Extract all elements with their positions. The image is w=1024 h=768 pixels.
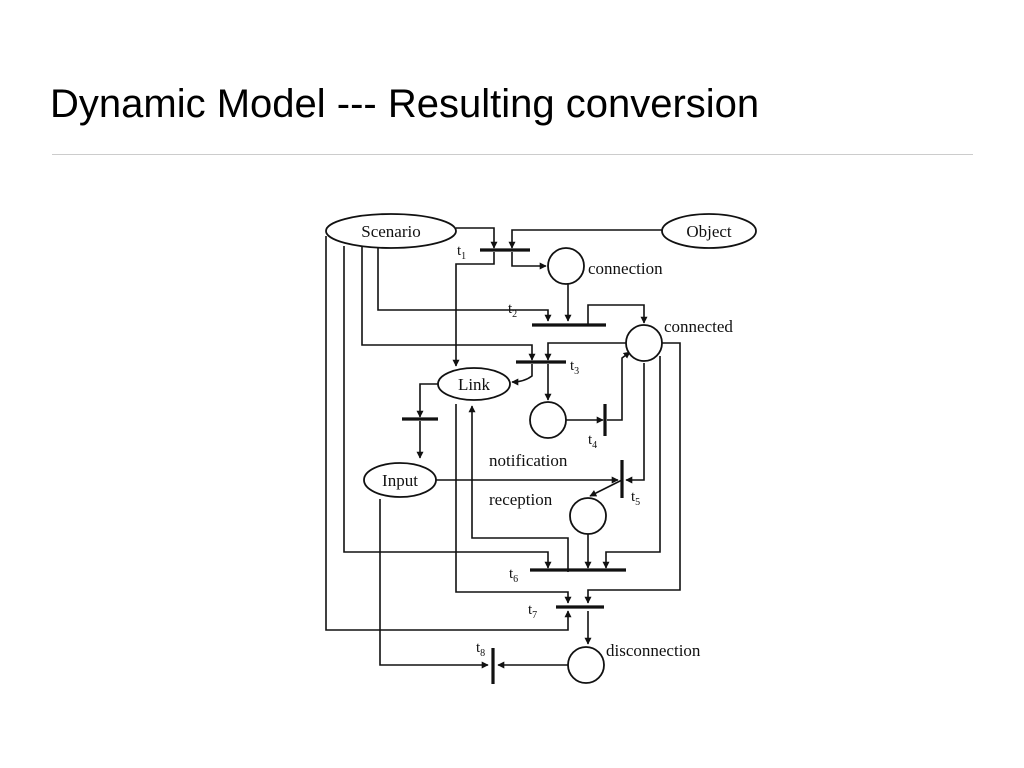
label-reception: reception — [489, 490, 553, 509]
arc-scenario-t7 — [325, 236, 572, 631]
label-input: Input — [382, 471, 418, 490]
entity-link — [437, 367, 511, 401]
arc-object-t1 — [508, 229, 664, 249]
arc-scenario-t2 — [377, 246, 552, 322]
arc-t5-reception — [589, 479, 623, 497]
entity-object — [661, 213, 757, 249]
places — [529, 247, 663, 684]
arc-connected-t3 — [544, 342, 628, 361]
slide-title: Dynamic Model --- Resulting conversion — [50, 82, 760, 126]
label-disconnection: disconnection — [606, 641, 701, 660]
label-scenario: Scenario — [361, 222, 420, 241]
label-notification: notification — [489, 451, 568, 470]
arc-scenario-t6 — [343, 246, 552, 569]
arc-scenario-t1 — [456, 227, 498, 249]
label-connected: connected — [664, 317, 733, 336]
place-connected — [625, 324, 663, 362]
entity-scenario — [325, 213, 457, 249]
label-t3: t3 — [570, 358, 579, 377]
label-t4: t4 — [588, 432, 597, 451]
entities — [325, 213, 757, 498]
arc-connected-t7 — [584, 342, 681, 604]
arc-t6-link — [468, 405, 569, 572]
label-object: Object — [686, 222, 732, 241]
label-t1: t1 — [457, 243, 466, 262]
title-divider — [52, 154, 973, 155]
arcs — [325, 227, 681, 669]
arc-link-t7 — [455, 404, 572, 604]
arc-t2-connected — [587, 304, 648, 325]
arc-t3-link — [511, 364, 533, 386]
label-t8: t8 — [476, 640, 485, 659]
arc-connected-t6 — [602, 356, 661, 569]
transition-labels: t1 t2 t3 t4 t5 t6 t7 t8 — [457, 243, 640, 659]
place-labels: connection connected notification recept… — [489, 259, 733, 660]
arc-scenario-t3 — [361, 246, 536, 361]
label-t6: t6 — [509, 566, 518, 585]
place-connection — [547, 247, 585, 285]
place-reception — [569, 497, 607, 535]
label-t7: t7 — [528, 602, 537, 621]
arc-input-t8 — [379, 499, 489, 669]
arc-t1-connection — [511, 252, 547, 270]
place-disconnection — [567, 646, 605, 684]
label-connection: connection — [588, 259, 663, 278]
label-t2: t2 — [508, 301, 517, 320]
arc-link-linktransition — [416, 383, 440, 418]
entity-input — [363, 462, 437, 498]
arc-t4-connected — [607, 351, 631, 421]
label-link: Link — [458, 375, 491, 394]
arc-connected-t5 — [625, 363, 645, 484]
arc-t1-link — [452, 252, 495, 367]
label-t5: t5 — [631, 489, 640, 508]
place-notification — [529, 401, 567, 439]
entity-labels: Scenario Object Link Input — [361, 222, 732, 490]
transitions — [402, 248, 626, 684]
